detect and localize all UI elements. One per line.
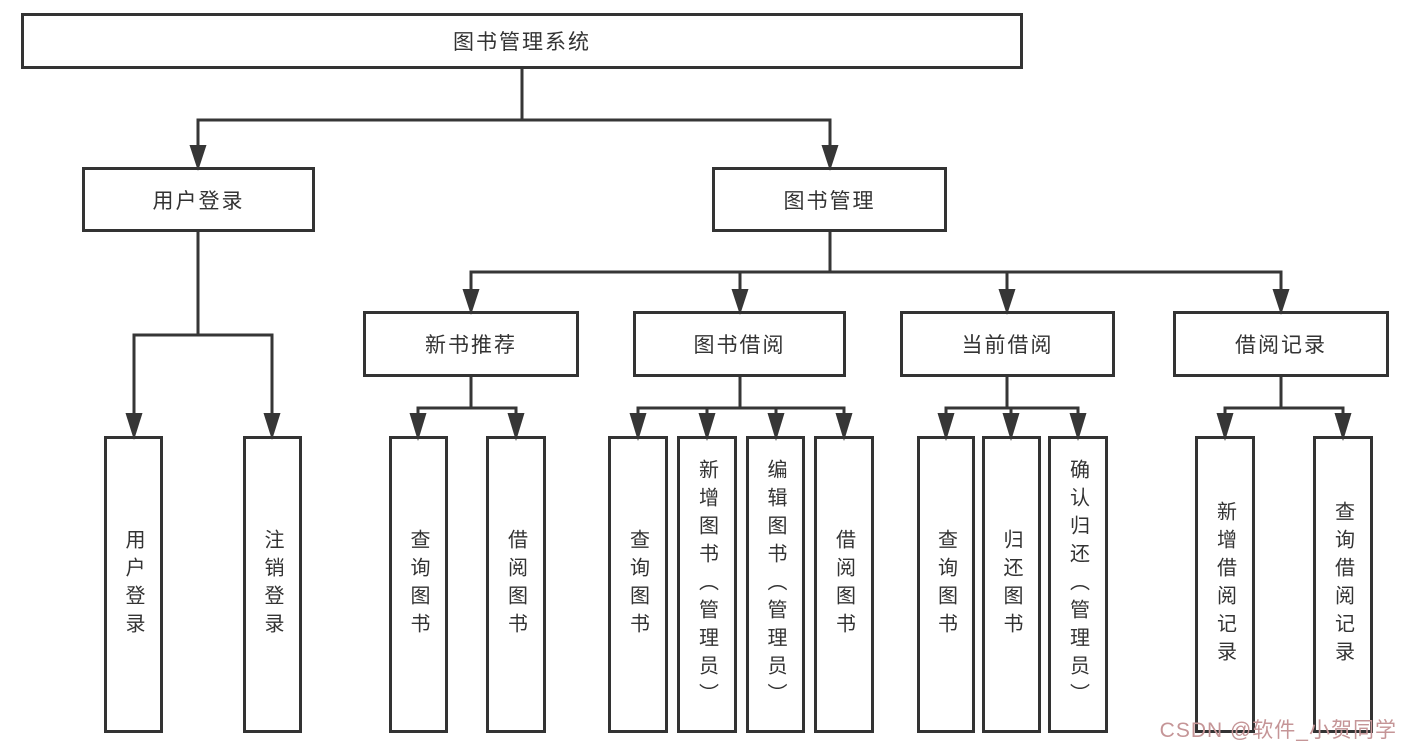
leaf-query-books-current: 查询图书 (917, 436, 975, 733)
leaf-edit-book-admin-label: 编辑图书（管理员） (764, 458, 786, 711)
leaf-logout-label: 注销登录 (261, 528, 283, 641)
leaf-borrow-books-recommend-label: 借阅图书 (504, 528, 527, 641)
leaf-add-borrow-record: 新增借阅记录 (1195, 436, 1255, 733)
node-book-borrow-label: 图书借阅 (693, 334, 786, 357)
leaf-user-login-label: 用户登录 (122, 528, 144, 641)
leaf-borrow-books: 借阅图书 (814, 436, 874, 733)
leaf-return-books: 归还图书 (982, 436, 1041, 733)
connector-login-rail (132, 333, 274, 414)
leaf-query-borrow-record-label: 查询借阅记录 (1331, 500, 1354, 669)
leaf-add-book-admin-label: 新增图书（管理员） (695, 458, 718, 711)
leaf-borrow-books-label: 借阅图书 (832, 528, 855, 641)
leaf-query-books-current-label: 查询图书 (934, 528, 957, 641)
connector-borrow-rail (636, 406, 846, 413)
connector-current-rail (944, 406, 1080, 413)
leaf-query-books-borrow: 查询图书 (608, 436, 668, 733)
csdn-watermark: CSDN @软件_小贺同学 (1159, 719, 1397, 742)
node-book-management: 图书管理 (712, 167, 947, 232)
node-borrow-records-label: 借阅记录 (1235, 334, 1327, 357)
leaf-add-book-admin: 新增图书（管理员） (677, 436, 737, 733)
node-borrow-records: 借阅记录 (1173, 311, 1389, 377)
node-book-management-label: 图书管理 (783, 189, 876, 213)
leaf-confirm-return-admin-label: 确认归还（管理员） (1066, 458, 1089, 711)
node-current-borrow-label: 当前借阅 (961, 334, 1054, 357)
leaf-logout: 注销登录 (243, 436, 302, 733)
node-new-book-recommend-label: 新书推荐 (425, 334, 517, 357)
node-user-login: 用户登录 (82, 167, 315, 232)
node-root-library-system: 图书管理系统 (21, 13, 1023, 69)
node-root-label: 图书管理系统 (453, 31, 591, 54)
node-book-borrow: 图书借阅 (633, 311, 846, 377)
leaf-query-books-recommend-label: 查询图书 (407, 528, 429, 641)
leaf-add-borrow-record-label: 新增借阅记录 (1213, 500, 1236, 669)
connector-level1-rail (196, 118, 832, 147)
leaf-query-books-recommend: 查询图书 (389, 436, 448, 733)
leaf-query-borrow-record: 查询借阅记录 (1313, 436, 1373, 733)
connector-level2-rail (469, 270, 1283, 291)
leaf-borrow-books-recommend: 借阅图书 (486, 436, 546, 733)
connector-recommend-rail (416, 406, 518, 413)
leaf-return-books-label: 归还图书 (1000, 528, 1022, 641)
node-current-borrow: 当前借阅 (900, 311, 1115, 377)
node-new-book-recommend: 新书推荐 (363, 311, 579, 377)
connector-records-rail (1223, 406, 1345, 413)
leaf-confirm-return-admin: 确认归还（管理员） (1048, 436, 1108, 733)
leaf-query-books-borrow-label: 查询图书 (626, 528, 649, 641)
node-user-login-label: 用户登录 (152, 189, 245, 213)
leaf-edit-book-admin: 编辑图书（管理员） (746, 436, 805, 733)
leaf-user-login: 用户登录 (104, 436, 163, 733)
